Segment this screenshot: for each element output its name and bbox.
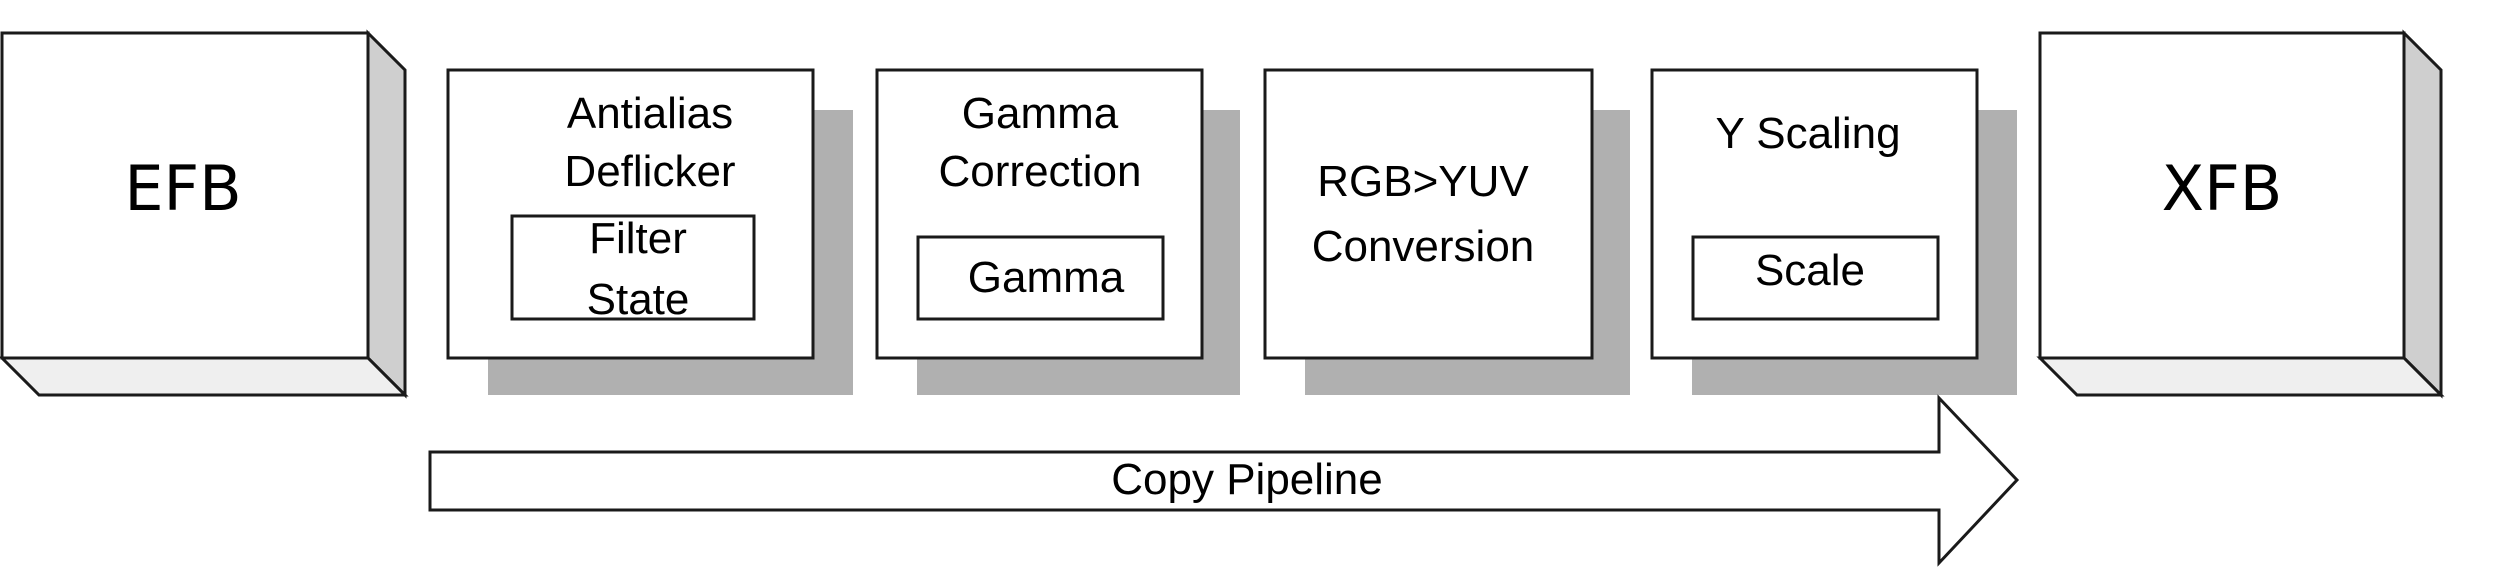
gamma-param-box: [916, 235, 1165, 321]
copy-pipeline-arrow: Copy Pipeline: [428, 394, 2020, 567]
param-line1: Gamma: [968, 253, 1125, 302]
param-line2: State: [587, 275, 690, 324]
stage-title-line1: Gamma: [962, 89, 1119, 138]
stage-antialias-deflicker: Antialias Deflicker Filter State: [446, 68, 853, 395]
scale-param-box: [1691, 235, 1940, 321]
stage-title-line1: RGB>YUV: [1317, 157, 1529, 206]
param-line1: Scale: [1755, 246, 1865, 295]
efb-block: EFB: [0, 29, 409, 399]
stage-title-line2: Correction: [939, 147, 1142, 196]
xfb-label: XFB: [2162, 152, 2283, 225]
copy-pipeline-label: Copy Pipeline: [1111, 455, 1383, 504]
stage-title-line1: Y Scaling: [1715, 109, 1900, 158]
stage-gamma-correction: Gamma Correction Gamma: [875, 68, 1240, 395]
stage-title-line2: Deflicker: [564, 147, 735, 196]
stage-title-line1: Antialias: [567, 89, 733, 138]
efb-label: EFB: [124, 152, 241, 225]
filter-state-param-box: [510, 214, 756, 321]
param-line1: Filter: [589, 214, 687, 263]
stage-y-scaling: Y Scaling Scale: [1650, 68, 2017, 395]
stage-rgb-yuv-conversion: RGB>YUV Conversion: [1263, 68, 1630, 395]
stage-title-line2: Conversion: [1312, 222, 1535, 271]
xfb-block: XFB: [2036, 29, 2445, 399]
